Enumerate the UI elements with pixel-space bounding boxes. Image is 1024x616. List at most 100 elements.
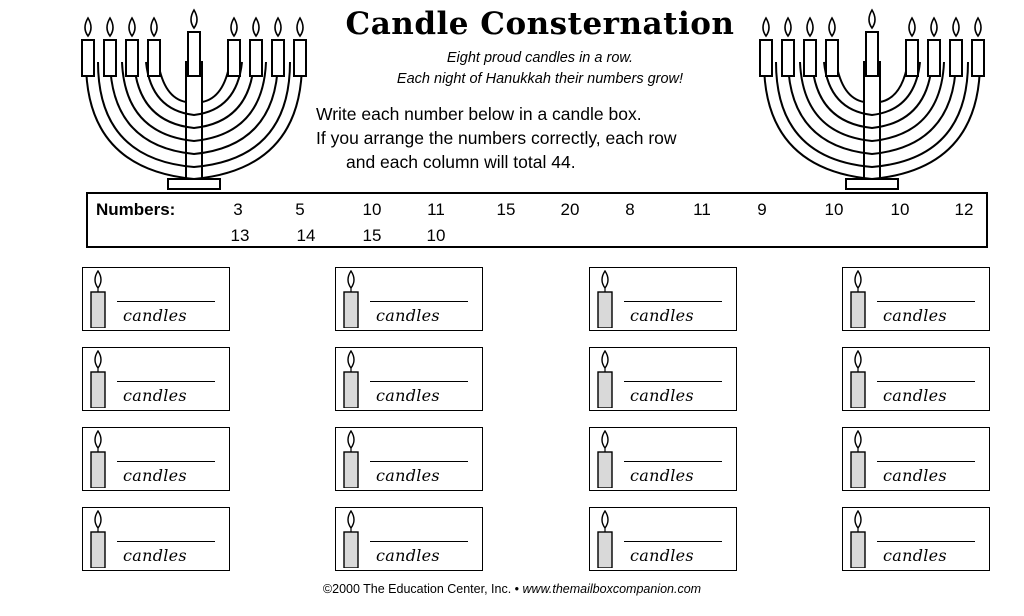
answer-blank[interactable] xyxy=(877,461,975,462)
menorah-candle xyxy=(103,39,117,77)
number-value: 8 xyxy=(625,200,635,219)
answer-blank[interactable] xyxy=(624,541,722,542)
flame-icon xyxy=(150,16,158,38)
answer-blank[interactable] xyxy=(624,381,722,382)
candles-label: candles xyxy=(883,546,947,565)
candle-box[interactable]: candles xyxy=(589,267,737,331)
candle-box[interactable]: candles xyxy=(82,267,230,331)
answer-blank[interactable] xyxy=(370,381,468,382)
number-value: 10 xyxy=(362,200,382,219)
candle-box[interactable]: candles xyxy=(589,427,737,491)
candle-box[interactable]: candles xyxy=(335,347,483,411)
number-value: 3 xyxy=(233,200,243,219)
candle-box[interactable]: candles xyxy=(82,347,230,411)
answer-blank[interactable] xyxy=(117,381,215,382)
number-value: 11 xyxy=(427,200,445,219)
number-value: 13 xyxy=(230,226,250,245)
menorah-candle xyxy=(803,39,817,77)
answer-blank[interactable] xyxy=(370,541,468,542)
flame-icon xyxy=(828,16,836,38)
flame-icon xyxy=(952,16,960,38)
candle-icon xyxy=(850,270,866,328)
menorah-candle xyxy=(905,39,919,77)
number-value: 12 xyxy=(954,200,974,219)
number-value: 20 xyxy=(560,200,580,219)
flame-icon xyxy=(762,16,770,38)
number-value: 5 xyxy=(295,200,305,219)
candle-box[interactable]: candles xyxy=(842,427,990,491)
flame-icon xyxy=(806,16,814,38)
flame-icon xyxy=(190,8,198,30)
numbers-label: Numbers: xyxy=(96,200,176,219)
instruction-line-2: If you arrange the numbers correctly, ea… xyxy=(316,128,677,148)
candle-icon xyxy=(90,350,106,408)
candle-box[interactable]: candles xyxy=(842,267,990,331)
answer-blank[interactable] xyxy=(624,461,722,462)
candle-icon xyxy=(597,350,613,408)
candle-box[interactable]: candles xyxy=(589,347,737,411)
answer-blank[interactable] xyxy=(877,301,975,302)
menorah-candle xyxy=(187,31,201,77)
flame-icon xyxy=(274,16,282,38)
instruction-line-1: Write each number below in a candle box. xyxy=(316,104,642,124)
flame-icon xyxy=(106,16,114,38)
flame-icon xyxy=(252,16,260,38)
flame-icon xyxy=(974,16,982,38)
candles-label: candles xyxy=(123,466,187,485)
menorah-candle xyxy=(865,31,879,77)
candle-box[interactable]: candles xyxy=(589,507,737,571)
answer-blank[interactable] xyxy=(877,381,975,382)
candles-label: candles xyxy=(123,306,187,325)
menorah-candle xyxy=(271,39,285,77)
answer-blank[interactable] xyxy=(370,301,468,302)
answer-blank[interactable] xyxy=(370,461,468,462)
number-value: 15 xyxy=(362,226,382,245)
candle-box[interactable]: candles xyxy=(842,507,990,571)
candle-icon xyxy=(90,270,106,328)
answer-blank[interactable] xyxy=(117,461,215,462)
candle-box[interactable]: candles xyxy=(82,507,230,571)
menorah-candle xyxy=(825,39,839,77)
number-value: 14 xyxy=(296,226,316,245)
number-value: 9 xyxy=(757,200,767,219)
candle-icon xyxy=(850,430,866,488)
menorah-candles-left xyxy=(81,8,307,77)
number-value: 10 xyxy=(426,226,446,245)
number-value: 15 xyxy=(496,200,516,219)
footer: ©2000 The Education Center, Inc. • www.t… xyxy=(0,582,1024,596)
subtitle: Eight proud candles in a row. Each night… xyxy=(300,48,780,90)
menorah-candle xyxy=(249,39,263,77)
candle-box[interactable]: candles xyxy=(842,347,990,411)
answer-blank[interactable] xyxy=(117,301,215,302)
candle-box[interactable]: candles xyxy=(335,267,483,331)
menorah-candle xyxy=(759,39,773,77)
flame-icon xyxy=(868,8,876,30)
candle-icon xyxy=(343,430,359,488)
candle-icon xyxy=(850,350,866,408)
answer-blank[interactable] xyxy=(117,541,215,542)
candles-label: candles xyxy=(630,386,694,405)
candles-label: candles xyxy=(376,386,440,405)
candle-icon xyxy=(90,510,106,568)
candle-icon xyxy=(343,350,359,408)
candle-icon xyxy=(597,270,613,328)
menorah-candle xyxy=(227,39,241,77)
candles-label: candles xyxy=(883,306,947,325)
menorah-candle xyxy=(781,39,795,77)
candles-label: candles xyxy=(883,386,947,405)
answer-blank[interactable] xyxy=(624,301,722,302)
candles-label: candles xyxy=(630,546,694,565)
menorah-candle xyxy=(927,39,941,77)
candle-icon xyxy=(597,430,613,488)
candle-box[interactable]: candles xyxy=(82,427,230,491)
page-title: Candle Consternation xyxy=(345,6,735,42)
menorah-icon xyxy=(763,61,981,190)
menorah-candle xyxy=(971,39,985,77)
candles-label: candles xyxy=(883,466,947,485)
answer-blank[interactable] xyxy=(877,541,975,542)
flame-icon xyxy=(908,16,916,38)
menorah-candle xyxy=(949,39,963,77)
candle-box[interactable]: candles xyxy=(335,427,483,491)
candle-box[interactable]: candles xyxy=(335,507,483,571)
